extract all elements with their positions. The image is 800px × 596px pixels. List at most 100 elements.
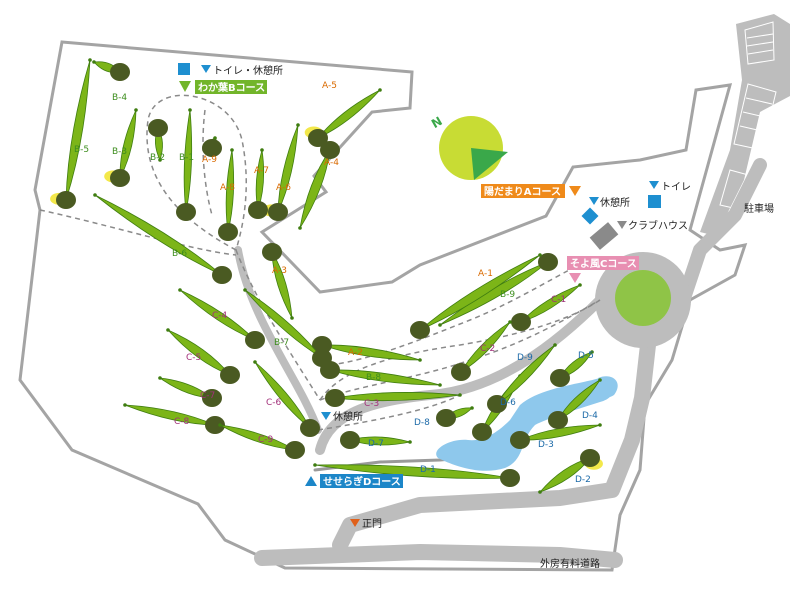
hole-label-b-7: B-7 bbox=[274, 338, 289, 348]
tee-d-9 bbox=[553, 343, 557, 347]
water-pond bbox=[436, 377, 616, 471]
hole-c-6 bbox=[253, 360, 320, 437]
hole-d-2 bbox=[538, 449, 603, 494]
hole-a-3 bbox=[262, 243, 294, 320]
tee-a-1 bbox=[438, 323, 442, 327]
tee-c-5 bbox=[166, 328, 170, 332]
tee-c-9 bbox=[218, 423, 222, 427]
hole-d-9 bbox=[487, 343, 557, 413]
hole-label-b-5: B-5 bbox=[74, 145, 89, 155]
tee-a-5 bbox=[378, 88, 382, 92]
putting-green-c-9 bbox=[285, 441, 305, 459]
putting-green-b-4 bbox=[110, 63, 130, 81]
rest-marker-center bbox=[321, 412, 331, 420]
putting-green-b-6 bbox=[212, 266, 232, 284]
hole-labels: A-1A-2A-3A-4A-5A-6A-7A-8A-9B-1B-2B-3B-4B… bbox=[74, 81, 598, 485]
hole-c-9 bbox=[218, 423, 305, 459]
compass-wedge bbox=[471, 148, 508, 180]
hole-label-c-8: C-8 bbox=[174, 417, 190, 427]
tee-b-8 bbox=[438, 383, 442, 387]
toilet-rest-label: トイレ・休憩所 bbox=[213, 64, 283, 77]
putting-green-d-2 bbox=[580, 449, 600, 467]
hole-label-a-5: A-5 bbox=[322, 81, 337, 91]
hole-label-a-9: A-9 bbox=[202, 155, 217, 165]
hole-c-2 bbox=[451, 320, 512, 381]
putting-green-b-3 bbox=[110, 169, 130, 187]
tee-b-1 bbox=[188, 108, 192, 112]
putting-green-c-3 bbox=[325, 389, 345, 407]
tee-b-2 bbox=[158, 158, 162, 162]
hole-d-1 bbox=[313, 463, 520, 487]
hole-label-a-4: A-4 bbox=[324, 158, 339, 168]
putting-green-a-5 bbox=[308, 129, 328, 147]
hole-d-5 bbox=[550, 350, 594, 387]
putting-green-d-9 bbox=[487, 395, 507, 413]
tee-a-2 bbox=[418, 358, 422, 362]
tee-c-7 bbox=[158, 376, 162, 380]
hole-label-b-8: B-8 bbox=[366, 373, 381, 383]
hole-b-6 bbox=[93, 193, 232, 284]
parking-label: 駐車場 bbox=[744, 202, 774, 215]
hole-label-d-6: D-6 bbox=[500, 398, 516, 408]
toilet-top-label: トイレ bbox=[661, 182, 691, 193]
clubhouse-building bbox=[589, 222, 619, 250]
putting-green-c-7 bbox=[202, 389, 222, 407]
hole-label-d-4: D-4 bbox=[582, 411, 598, 421]
putting-green-d-7 bbox=[340, 431, 360, 449]
course-d-label-bg bbox=[320, 474, 403, 488]
hole-b-8 bbox=[320, 361, 442, 387]
hole-a-8 bbox=[218, 148, 238, 241]
hole-label-c-4: C-4 bbox=[212, 311, 228, 321]
roundabout-green bbox=[615, 270, 671, 326]
course-d-label: せせらぎDコース bbox=[323, 475, 401, 488]
course-c-label-bg bbox=[567, 256, 639, 270]
tee-d-4 bbox=[598, 378, 602, 382]
hole-label-b-6: B-6 bbox=[172, 249, 187, 259]
hole-label-c-1: C-1 bbox=[551, 295, 566, 305]
rest-building-icon bbox=[581, 207, 599, 225]
course-c-marker bbox=[569, 273, 581, 283]
putting-green-a-2 bbox=[312, 336, 332, 354]
hole-d-7 bbox=[340, 431, 412, 449]
outer-road-label: 外房有料道路 bbox=[540, 557, 600, 570]
hole-label-a-1: A-1 bbox=[478, 269, 493, 279]
tee-b-6 bbox=[93, 193, 97, 197]
tee-b-9 bbox=[538, 253, 542, 257]
hole-b-3 bbox=[104, 108, 138, 187]
hole-label-a-7: A-7 bbox=[254, 166, 269, 176]
course-d-marker bbox=[305, 476, 317, 486]
hole-label-d-3: D-3 bbox=[538, 440, 554, 450]
tee-c-8 bbox=[123, 403, 127, 407]
main-gate-marker bbox=[350, 519, 360, 527]
hole-label-c-9: C-9 bbox=[258, 435, 274, 445]
hole-label-a-6: A-6 bbox=[276, 183, 291, 193]
tee-c-6 bbox=[253, 360, 257, 364]
hole-label-d-9: D-9 bbox=[517, 353, 533, 363]
fairway-a-7 bbox=[255, 149, 265, 212]
fairway-a-6 bbox=[277, 124, 299, 213]
fairway-a-2 bbox=[321, 344, 421, 361]
hole-b-5 bbox=[50, 58, 92, 209]
rest-marker-top bbox=[589, 197, 599, 205]
hole-b-2 bbox=[148, 119, 168, 162]
hole-label-d-2: D-2 bbox=[575, 475, 591, 485]
putting-green-b-9 bbox=[410, 321, 430, 339]
putting-green-d-5 bbox=[550, 369, 570, 387]
hole-label-c-2: C-2 bbox=[480, 344, 495, 354]
putting-green-d-6 bbox=[472, 423, 492, 441]
tee-b-7 bbox=[243, 288, 247, 292]
putting-green-c-8 bbox=[205, 416, 225, 434]
compass: N bbox=[429, 114, 508, 180]
putting-green-b-2 bbox=[148, 119, 168, 137]
tee-c-1 bbox=[578, 283, 582, 287]
tee-c-3 bbox=[458, 393, 462, 397]
hole-b-1 bbox=[176, 108, 196, 221]
putting-green-a-6 bbox=[268, 203, 288, 221]
tee-a-7 bbox=[260, 148, 264, 152]
tee-b-5 bbox=[88, 58, 92, 62]
putting-green-c-2 bbox=[451, 363, 471, 381]
hole-label-b-9: B-9 bbox=[500, 290, 515, 300]
tee-d-5 bbox=[590, 350, 594, 354]
fairway-c-3 bbox=[334, 392, 461, 402]
